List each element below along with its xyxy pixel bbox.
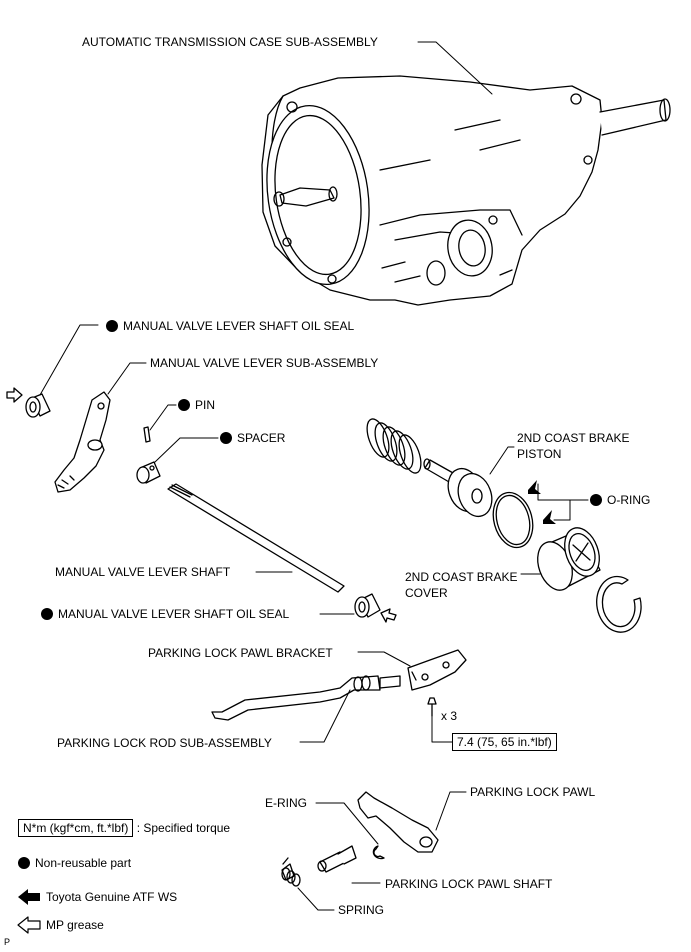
brake-cover-drawing [537, 527, 601, 591]
legend-grease-arrow [17, 916, 41, 934]
label-bolt-quantity: x 3 [441, 709, 458, 723]
snap-ring-drawing [596, 575, 642, 633]
oil-seal-bottom-drawing [354, 593, 381, 618]
legend-atf-arrow [18, 889, 40, 905]
torque-spec-box: 7.4 (75, 65 in.*lbf) [452, 733, 557, 751]
grease-arrow-top [6, 387, 23, 403]
atf-arrow-1 [528, 480, 541, 494]
grease-arrow-bottom [380, 608, 397, 623]
e-ring-drawing [372, 845, 385, 860]
footer-code: P [4, 937, 11, 947]
pawl-spring-drawing [281, 857, 301, 887]
label-brake-cover-2: COVER [405, 586, 448, 600]
spacer-drawing [136, 461, 161, 484]
label-o-ring: O-RING [590, 493, 650, 507]
legend-grease: MP grease [46, 918, 104, 932]
atf-arrow-2 [543, 510, 556, 524]
pin-drawing [143, 426, 151, 443]
manual-valve-lever-drawing [54, 391, 111, 493]
transmission-case-drawing [261, 75, 671, 306]
label-transmission-case: AUTOMATIC TRANSMISSION CASE SUB-ASSEMBLY [82, 35, 378, 49]
label-brake-piston-1: 2ND COAST BRAKE [517, 431, 630, 445]
non-reusable-dot [106, 320, 118, 332]
label-parking-rod: PARKING LOCK ROD SUB-ASSEMBLY [57, 736, 272, 750]
label-manual-valve-lever: MANUAL VALVE LEVER SUB-ASSEMBLY [150, 356, 379, 370]
parking-rod-drawing [211, 675, 401, 721]
non-reusable-dot [18, 857, 30, 869]
lever-shaft-drawing [167, 483, 345, 593]
label-brake-piston-2: PISTON [517, 447, 562, 461]
label-oil-seal-bottom: MANUAL VALVE LEVER SHAFT OIL SEAL [41, 607, 289, 621]
label-brake-cover-1: 2ND COAST BRAKE [405, 570, 518, 584]
label-lever-shaft: MANUAL VALVE LEVER SHAFT [55, 565, 231, 579]
parking-pawl-drawing [357, 791, 439, 853]
legend-non-reusable: Non-reusable part [18, 856, 131, 870]
bolt-drawing [427, 697, 437, 717]
brake-piston-drawing [423, 458, 493, 518]
piston-spring-drawing [366, 418, 422, 474]
legend-torque-desc: : Specified torque [136, 821, 231, 835]
o-ring-drawing [492, 491, 534, 549]
legend-torque: N*m (kgf*cm, ft.*lbf) : Specified torque [18, 819, 231, 837]
non-reusable-dot [41, 608, 53, 620]
label-pawl-bracket: PARKING LOCK PAWL BRACKET [148, 646, 333, 660]
legend-atf: Toyota Genuine ATF WS [46, 890, 178, 904]
label-oil-seal-top: MANUAL VALVE LEVER SHAFT OIL SEAL [106, 319, 354, 333]
label-spring: SPRING [338, 903, 385, 917]
label-e-ring: E-RING [265, 796, 307, 810]
oil-seal-top-drawing [25, 393, 51, 418]
label-pin: PIN [178, 398, 215, 412]
label-parking-pawl: PARKING LOCK PAWL [470, 785, 596, 799]
pawl-bracket-drawing [407, 649, 467, 691]
label-pawl-shaft: PARKING LOCK PAWL SHAFT [385, 877, 553, 891]
non-reusable-dot [178, 399, 190, 411]
non-reusable-dot [590, 494, 602, 506]
pawl-shaft-drawing [317, 845, 357, 873]
legend-torque-unit: N*m (kgf*cm, ft.*lbf) [18, 819, 134, 837]
label-spacer: SPACER [220, 431, 285, 445]
non-reusable-dot [220, 432, 232, 444]
case-leader [417, 41, 493, 95]
